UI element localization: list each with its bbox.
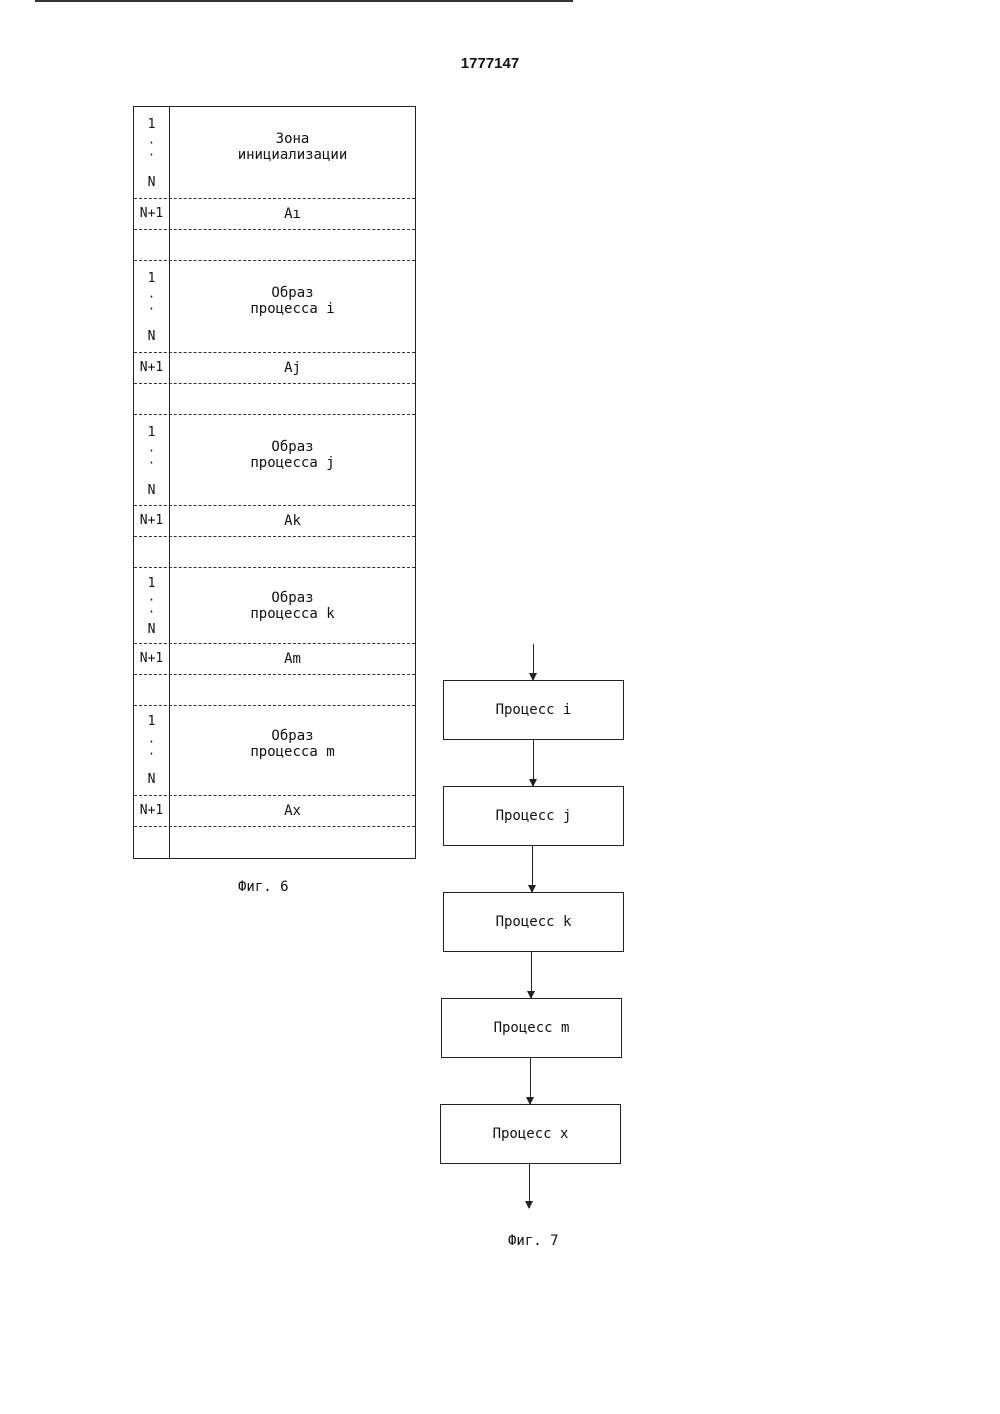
block-start-index: 1 xyxy=(134,576,169,591)
spacer-row xyxy=(134,537,415,568)
block-title-line2: процесса m xyxy=(170,744,415,760)
next-pointer-row: N+1 Aj xyxy=(134,353,415,384)
exit-arrow xyxy=(529,1164,530,1208)
next-pointer-index: N+1 xyxy=(134,803,169,818)
process-image-block: 1 ·· N Образ процесса k xyxy=(134,568,415,644)
block-start-index: 1 xyxy=(134,271,169,286)
process-box: Процесс i xyxy=(443,680,624,740)
ellipsis-dots: ·· xyxy=(134,137,169,161)
block-end-index: N xyxy=(134,622,169,637)
block-end-index: N xyxy=(134,483,169,498)
block-title-line1: Образ xyxy=(170,590,415,606)
next-pointer-row: N+1 Am xyxy=(134,644,415,675)
figure-6-caption: Фиг. 6 xyxy=(238,879,289,895)
block-end-index: N xyxy=(134,329,169,344)
process-box: Процесс m xyxy=(441,998,622,1058)
next-pointer-value: Am xyxy=(170,651,415,667)
init-zone-block: 1 ·· N Зона инициализации xyxy=(134,107,415,199)
next-pointer-value: Ak xyxy=(170,513,415,529)
block-title-line2: процесса k xyxy=(170,606,415,622)
top-rule xyxy=(35,0,573,2)
process-image-block: 1 ·· N Образ процесса i xyxy=(134,261,415,353)
block-end-index: N xyxy=(134,772,169,787)
patent-number: 1777147 xyxy=(440,55,540,72)
flow-arrow xyxy=(530,1058,531,1104)
block-title-line1: Зона xyxy=(170,131,415,147)
ellipsis-dots: ·· xyxy=(134,445,169,469)
block-start-index: 1 xyxy=(134,117,169,132)
memory-layout-table: 1 ·· N Зона инициализации N+1 Aı 1 ·· N … xyxy=(133,106,416,859)
block-start-index: 1 xyxy=(134,714,169,729)
block-title-line2: процесса j xyxy=(170,455,415,471)
next-pointer-value: Aı xyxy=(170,206,415,222)
process-image-block: 1 ·· N Образ процесса m xyxy=(134,706,415,796)
flow-arrow xyxy=(533,740,534,786)
next-pointer-index: N+1 xyxy=(134,360,169,375)
block-title-line1: Образ xyxy=(170,285,415,301)
spacer-row xyxy=(134,675,415,706)
ellipsis-dots: ·· xyxy=(134,736,169,760)
next-pointer-value: Ax xyxy=(170,803,415,819)
spacer-row xyxy=(134,230,415,261)
spacer-row xyxy=(134,827,415,859)
next-pointer-index: N+1 xyxy=(134,513,169,528)
ellipsis-dots: ·· xyxy=(134,291,169,315)
next-pointer-row: N+1 Ax xyxy=(134,796,415,827)
next-pointer-index: N+1 xyxy=(134,651,169,666)
process-box: Процесс k xyxy=(443,892,624,952)
ellipsis-dots: ·· xyxy=(134,594,169,618)
block-title-line2: процесса i xyxy=(170,301,415,317)
next-pointer-row: N+1 Ak xyxy=(134,506,415,537)
block-title-line1: Образ xyxy=(170,439,415,455)
process-box: Процесс x xyxy=(440,1104,621,1164)
flow-arrow xyxy=(532,846,533,892)
block-title-line1: Образ xyxy=(170,728,415,744)
process-box: Процесс j xyxy=(443,786,624,846)
block-end-index: N xyxy=(134,175,169,190)
block-title-line2: инициализации xyxy=(170,147,415,163)
block-start-index: 1 xyxy=(134,425,169,440)
process-image-block: 1 ·· N Образ процесса j xyxy=(134,415,415,506)
entry-arrow xyxy=(533,644,534,680)
flow-arrow xyxy=(531,952,532,998)
next-pointer-value: Aj xyxy=(170,360,415,376)
next-pointer-row: N+1 Aı xyxy=(134,199,415,230)
spacer-row xyxy=(134,384,415,415)
next-pointer-index: N+1 xyxy=(134,206,169,221)
figure-7-caption: Фиг. 7 xyxy=(508,1233,559,1249)
